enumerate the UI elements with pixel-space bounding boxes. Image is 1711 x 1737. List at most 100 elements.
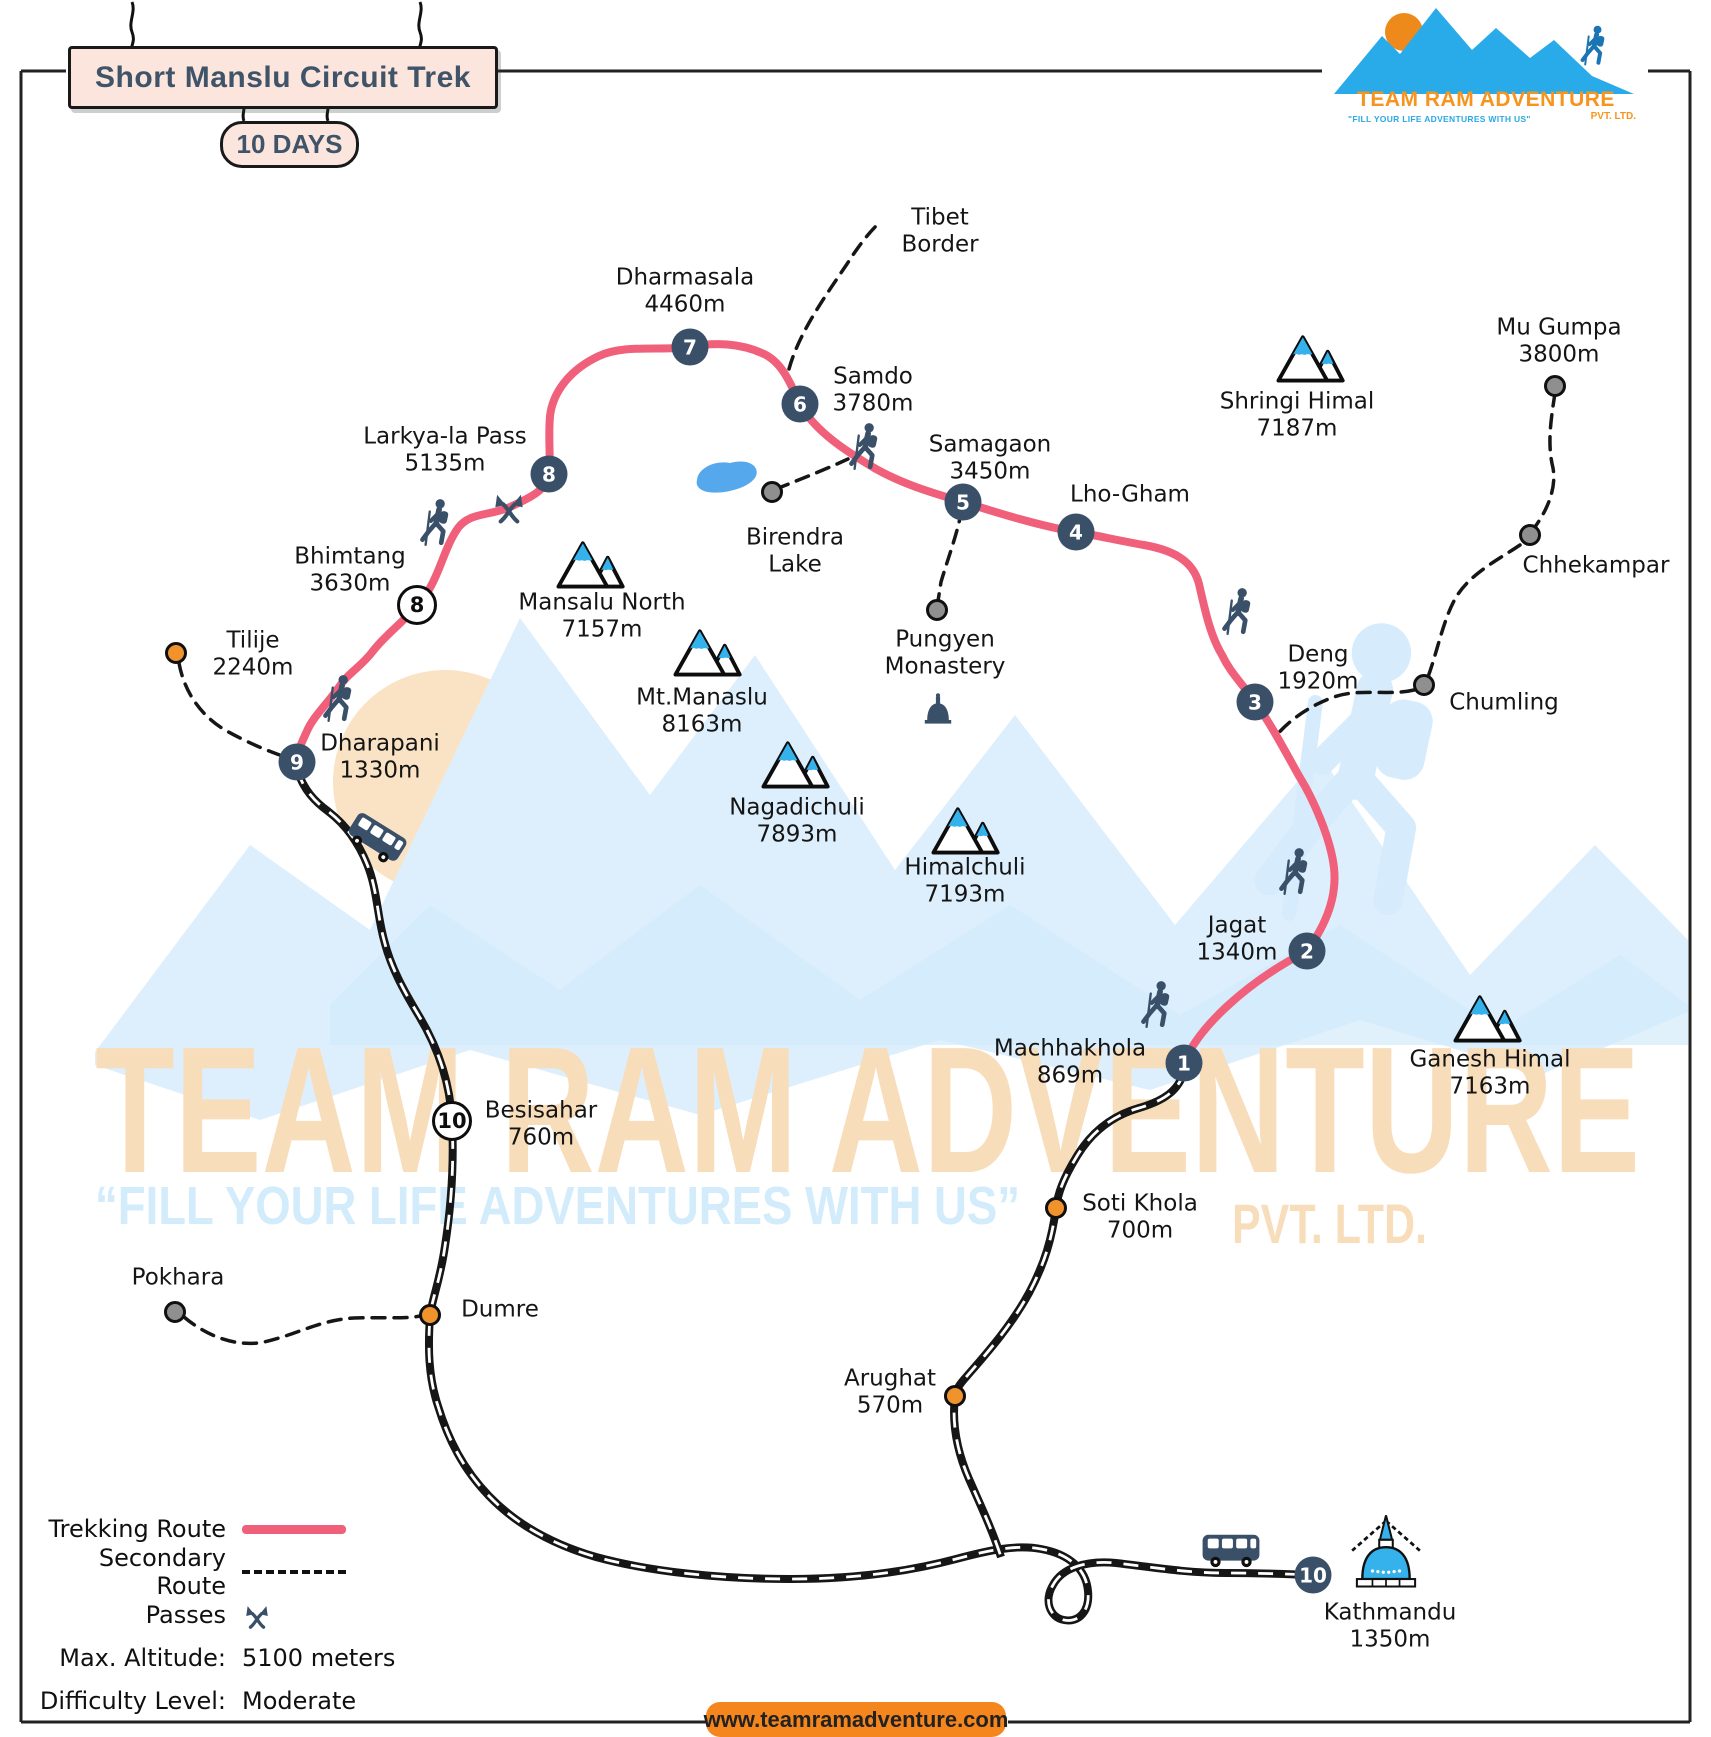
route-tibet-border: [787, 223, 879, 371]
legend-label: Passes: [145, 1601, 226, 1629]
peak-icon: [759, 737, 831, 790]
secondary-routes: [177, 223, 1557, 1346]
watermark-tagline-text: “FILL YOUR LIFE ADVENTURES WITH US”: [95, 1176, 1020, 1236]
stop-dot-tilije: [165, 642, 187, 664]
peak-icon: [929, 803, 1001, 856]
waypoint-number: 10: [437, 1109, 467, 1133]
road-west-dashes: [295, 769, 1314, 1622]
label-chhekampar: Chhekampar: [1522, 552, 1670, 579]
route-birendra-lake: [774, 457, 850, 491]
legend-row-difficulty: Difficulty Level: Moderate: [30, 1684, 410, 1718]
waypoint-marker-5: 5: [944, 483, 982, 521]
waypoint-marker-2: 2: [1288, 932, 1326, 970]
legend-value: Moderate: [242, 1687, 357, 1715]
peak-icon: [1274, 331, 1346, 384]
pass-icon: [490, 487, 528, 525]
website-link[interactable]: www.teamramadventure.com: [703, 1702, 1009, 1737]
label-pokhara: Pokhara: [131, 1264, 225, 1291]
waypoint-marker-8b: 8: [397, 585, 437, 625]
waypoint-number: 3: [1248, 690, 1262, 714]
road-routes: [293, 768, 1314, 1625]
waypoint-number: 2: [1300, 939, 1314, 963]
waypoint-number: 10: [1299, 1563, 1327, 1587]
stop-dot-birendra-lake: [761, 481, 783, 503]
route-pokhara: [182, 1314, 422, 1346]
waypoint-number: 4: [1069, 520, 1083, 544]
waypoint-marker-4: 4: [1057, 513, 1095, 551]
hiker-icon: [410, 497, 462, 549]
birendra-lake-graphic: [696, 461, 757, 493]
logo-mountains-icon: [1334, 8, 1634, 94]
road-east-dashes: [952, 1070, 1186, 1558]
legend-row-passes: Passes: [30, 1598, 410, 1632]
monastery-stupa-icon: [920, 690, 956, 726]
waypoint-number: 1: [1177, 1051, 1191, 1075]
route-chhekampar: [1426, 543, 1522, 679]
route-tilije: [177, 661, 290, 760]
map-legend: Trekking Route Secondary Route Passes Ma…: [30, 1512, 410, 1727]
company-logo: TEAM RAM ADVENTURE "FILL YOUR LIFE ADVEN…: [1320, 2, 1652, 134]
logo-pvt-ltd: PVT. LTD.: [1590, 111, 1636, 122]
legend-label: Secondary Route: [98, 1544, 226, 1600]
stop-dot-arughat: [944, 1385, 966, 1407]
logo-tagline: "FILL YOUR LIFE ADVENTURES WITH US": [1348, 114, 1531, 124]
watermark-pvt-text: PVT. LTD.: [1232, 1192, 1427, 1255]
watermark-brand-text: TEAM RAM ADVENTURE: [95, 1010, 1640, 1211]
route-mu-gumpa: [1530, 391, 1557, 533]
waypoint-marker-7: 7: [671, 328, 709, 366]
waypoint-marker-10: 10: [1294, 1556, 1332, 1594]
sign-strings: [129, 1, 423, 122]
website-url: www.teamramadventure.com: [703, 1706, 1009, 1732]
pass-icon: [242, 1600, 272, 1630]
legend-label: Difficulty Level:: [39, 1687, 226, 1715]
peak-icon: [554, 537, 626, 590]
waypoint-marker-9: 9: [278, 743, 316, 781]
frame-border: [19, 69, 1692, 1724]
secondary-route-swatch: [242, 1570, 346, 1574]
hiker-icon: [1131, 979, 1183, 1031]
legend-row-trekking-route: Trekking Route: [30, 1512, 410, 1546]
waypoint-marker-1: 1: [1165, 1044, 1203, 1082]
waypoint-number: 5: [956, 490, 970, 514]
waypoint-marker-3: 3: [1236, 683, 1274, 721]
legend-row-max-altitude: Max. Altitude: 5100 meters: [30, 1641, 410, 1675]
legend-row-secondary-route: Secondary Route: [30, 1544, 410, 1600]
route-chumling: [1274, 688, 1416, 738]
waypoint-number: 8: [409, 593, 425, 617]
stop-dot-chumling: [1413, 674, 1435, 696]
waypoint-marker-8: 8: [530, 455, 568, 493]
duration-text: 10 DAYS: [236, 129, 343, 159]
peak-icon: [1451, 991, 1523, 1044]
title-sign: Short Manslu Circuit Trek: [68, 46, 498, 109]
legend-value: 5100 meters: [242, 1644, 396, 1672]
waypoint-number: 8: [542, 462, 556, 486]
label-lho-gham: Lho-Gham: [1070, 481, 1190, 508]
stop-dot-mu-gumpa: [1544, 375, 1566, 397]
kathmandu-stupa-icon: [1342, 1510, 1430, 1596]
label-dumre: Dumre: [461, 1296, 539, 1323]
duration-badge: 10 DAYS: [220, 121, 359, 168]
waypoint-number: 6: [793, 392, 807, 416]
stop-dot-pokhara: [164, 1301, 186, 1323]
